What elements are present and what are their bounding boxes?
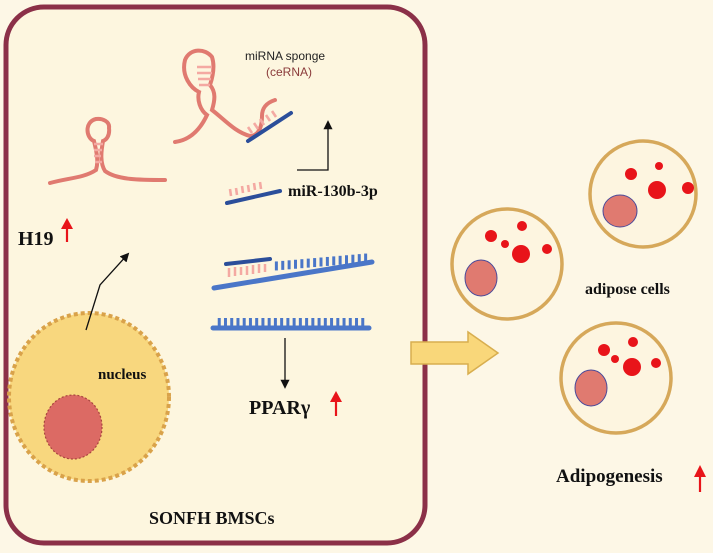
sponge-arrow bbox=[297, 120, 333, 171]
adipocyte-nucleus bbox=[464, 259, 498, 297]
cell-type-label: SONFH BMSCs bbox=[149, 508, 275, 528]
adipogenesis-label: Adipogenesis bbox=[556, 466, 663, 487]
up-arrow-icon bbox=[330, 391, 342, 416]
adipocyte-3 bbox=[559, 321, 673, 435]
cerna-label: (ceRNA) bbox=[266, 65, 312, 79]
nucleus-label: nucleus bbox=[98, 367, 147, 383]
sponge-base-pairs bbox=[197, 65, 212, 87]
up-arrow-icon bbox=[61, 218, 73, 242]
right-arrow-icon bbox=[410, 330, 500, 376]
h19-sponge-rna bbox=[173, 48, 277, 144]
nucleus bbox=[7, 311, 171, 483]
adipocyte-nucleus bbox=[574, 369, 608, 407]
adipocyte-1 bbox=[450, 207, 564, 321]
h19-rna bbox=[48, 116, 167, 185]
free-mirna bbox=[225, 181, 282, 205]
mirna-mrna-duplex bbox=[211, 253, 375, 291]
mirna-sponge-label: miRNA sponge bbox=[245, 49, 325, 63]
h19-base-pairs bbox=[94, 142, 103, 164]
mir-label: miR-130b-3p bbox=[288, 183, 378, 200]
transcription-arrow bbox=[85, 252, 130, 331]
adipose-cells-label: adipose cells bbox=[585, 281, 670, 298]
bound-mirna bbox=[246, 110, 293, 143]
up-arrow-icon bbox=[694, 465, 706, 492]
nucleolus bbox=[43, 394, 103, 460]
pparg-mrna bbox=[210, 318, 372, 331]
adipocyte-nucleus bbox=[602, 194, 638, 228]
pparg-label: PPARγ bbox=[249, 397, 311, 419]
h19-label: H19 bbox=[18, 228, 54, 250]
adipocyte-2 bbox=[588, 139, 698, 249]
